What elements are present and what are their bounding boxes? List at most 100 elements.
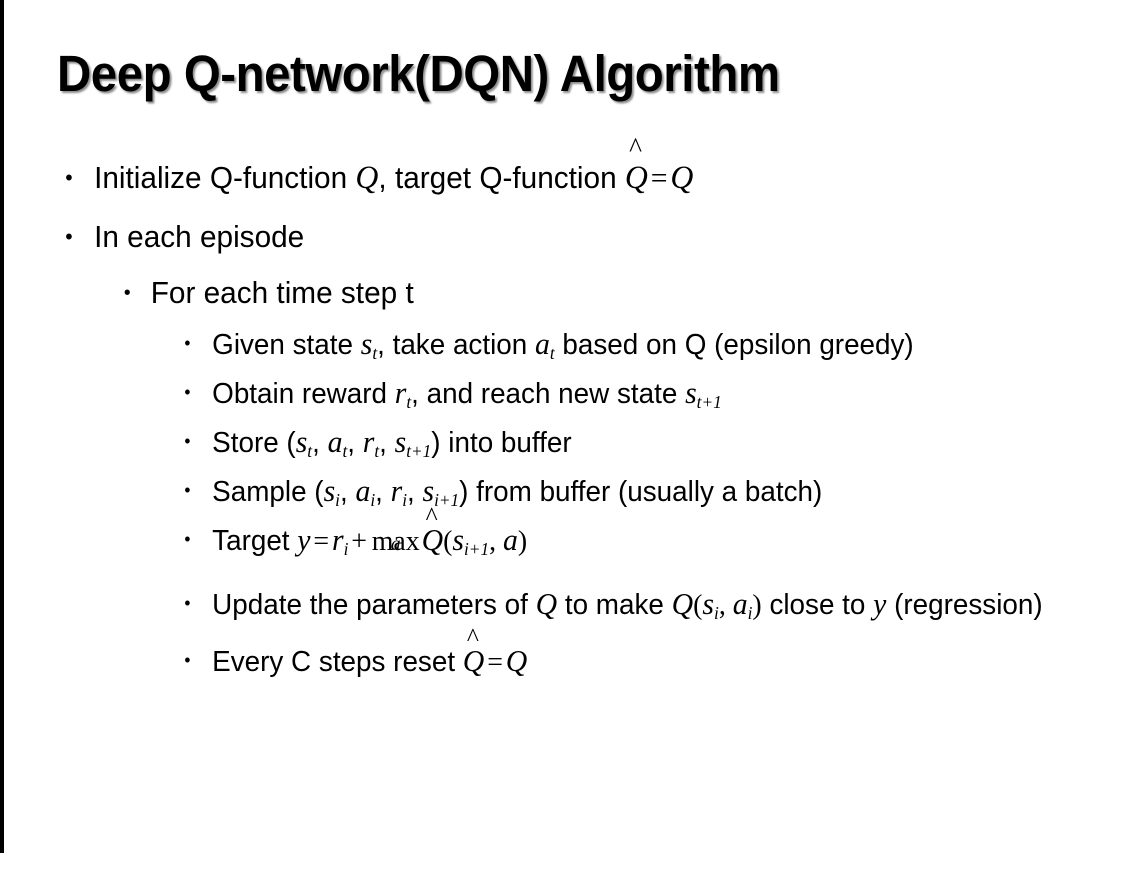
bullet-for-each-time-step: • For each time step t [0,266,1079,320]
math-max-label: max [371,525,420,557]
math-var-q: Q [505,643,528,678]
bullet-text-sample-pre: Sample ( [212,476,324,508]
math-close-paren: ) [517,525,528,557]
bullet-marker: • [184,593,191,613]
math-var-s: s [702,586,715,621]
bullet-text-sample-post: ) from buffer (usually a batch) [459,476,823,508]
bullet-text-for-each-time-step: For each time step t [150,275,414,310]
math-sub-s1: t [307,441,313,462]
math-equals: = [650,160,668,195]
bullet-text-initialize-pre: Initialize Q-function [94,160,356,195]
bullet-text-update-tail: (regression) [886,589,1043,621]
bullet-every-c-steps: • Every C steps reset ^Q=Q [0,624,1079,686]
math-var-qhat: ^Q [624,134,648,207]
bullet-marker: • [65,165,73,190]
math-sep-3: , [379,427,395,459]
math-var-s: s [452,522,465,557]
math-var-s2: s [422,473,435,508]
math-sub-s2: t+1 [406,441,432,462]
math-sub-s2: i+1 [434,490,460,511]
bullet-initialize: • Initialize Q-function Q, target Q-func… [0,134,1079,207]
math-var-s: s [685,375,697,410]
math-sep-1: , [339,476,356,508]
bullet-text-given-state-post: based on Q (epsilon greedy) [554,329,914,361]
math-var-y: y [297,522,311,557]
bullet-marker: • [184,529,191,549]
math-equals: = [313,525,330,557]
math-var-r: r [394,375,407,410]
bullet-marker: • [184,333,191,353]
math-comma: , [718,589,733,621]
math-sub-s1: i [335,490,340,511]
math-var-r: r [362,424,375,459]
math-sub-r: t [406,392,412,413]
math-var-a: a [732,586,748,621]
bullet-store: • Store (st, at, rt, st+1) into buffer [0,418,1079,467]
hat-accent: ^ [629,132,643,164]
bullet-text-update-mid: to make [557,589,672,621]
math-sub-a: t [342,441,348,462]
math-sub-s: i [714,603,719,624]
math-equals: = [487,646,503,678]
math-comma: , [489,525,503,557]
math-sub-s: t [372,343,378,364]
math-sub-r: i [402,490,408,511]
bullet-text-store-post: ) into buffer [431,427,572,459]
math-var-s: s [360,326,373,361]
math-var-r: r [390,473,403,508]
math-var-q1: Q [535,586,558,621]
bullet-text-obtain-reward-mid: , and reach new state [411,378,686,410]
math-open-paren: ( [693,589,703,621]
bullet-text-obtain-reward-pre: Obtain reward [212,378,395,410]
math-sub-r: t [374,441,380,462]
math-max-limit: a [390,532,401,555]
math-sep-3: , [407,476,423,508]
bullet-text-target-pre: Target [212,525,298,557]
math-plus: + [351,525,367,557]
math-sub-r: i [343,539,349,560]
bullet-marker: • [184,480,191,500]
math-sub-a: i [747,603,753,624]
math-var-q: Q [355,159,379,196]
bullet-text-store-pre: Store ( [212,427,296,459]
math-sep-2: , [375,476,391,508]
math-open-paren: ( [443,525,453,557]
bullet-marker: • [123,282,131,304]
math-close-paren: ) [752,589,762,621]
math-var-s1: s [295,424,308,459]
math-var-s2: s [394,424,407,459]
math-sub-s: t+1 [696,392,722,413]
bullet-given-state: • Given state st, take action at based o… [0,320,1079,369]
bullet-sample: • Sample (si, ai, ri, si+1) from buffer … [0,467,1079,516]
bullet-marker: • [65,224,73,249]
math-sub-s: i+1 [464,539,490,560]
bullet-text-update-pre: Update the parameters of [212,589,536,621]
bullet-obtain-reward: • Obtain reward rt, and reach new state … [0,369,1079,418]
math-sep-2: , [347,427,363,459]
bullet-text-in-each-episode: In each episode [94,219,305,254]
math-var-qhat: ^Q [421,503,444,565]
left-accent-rule [0,0,4,853]
bullet-marker: • [184,382,191,402]
page-title: Deep Q-network(DQN) Algorithm [57,45,780,102]
bullet-marker: • [184,431,191,451]
math-var-q2: Q [670,159,694,196]
bullet-text-given-state-mid: , take action [377,329,535,361]
math-var-a: a [327,424,343,459]
math-var-r: r [331,522,344,557]
hat-accent: ^ [466,622,479,653]
bullet-update: • Update the parameters of Q to make Q(s… [0,580,1079,629]
math-var-y: y [873,586,887,621]
math-var-s1: s [323,473,336,508]
math-var-qhat-base: Q [421,522,444,557]
math-var-qhat-base: Q [624,159,648,196]
slide-body: • Initialize Q-function Q, target Q-func… [0,134,1124,686]
bullet-text-given-state-pre: Given state [212,329,361,361]
bullet-marker: • [184,650,191,670]
bullet-text-update-post: close to [761,589,874,621]
math-sep-1: , [312,427,328,459]
math-sub-a: i [370,490,376,511]
math-var-a: a [534,326,550,361]
